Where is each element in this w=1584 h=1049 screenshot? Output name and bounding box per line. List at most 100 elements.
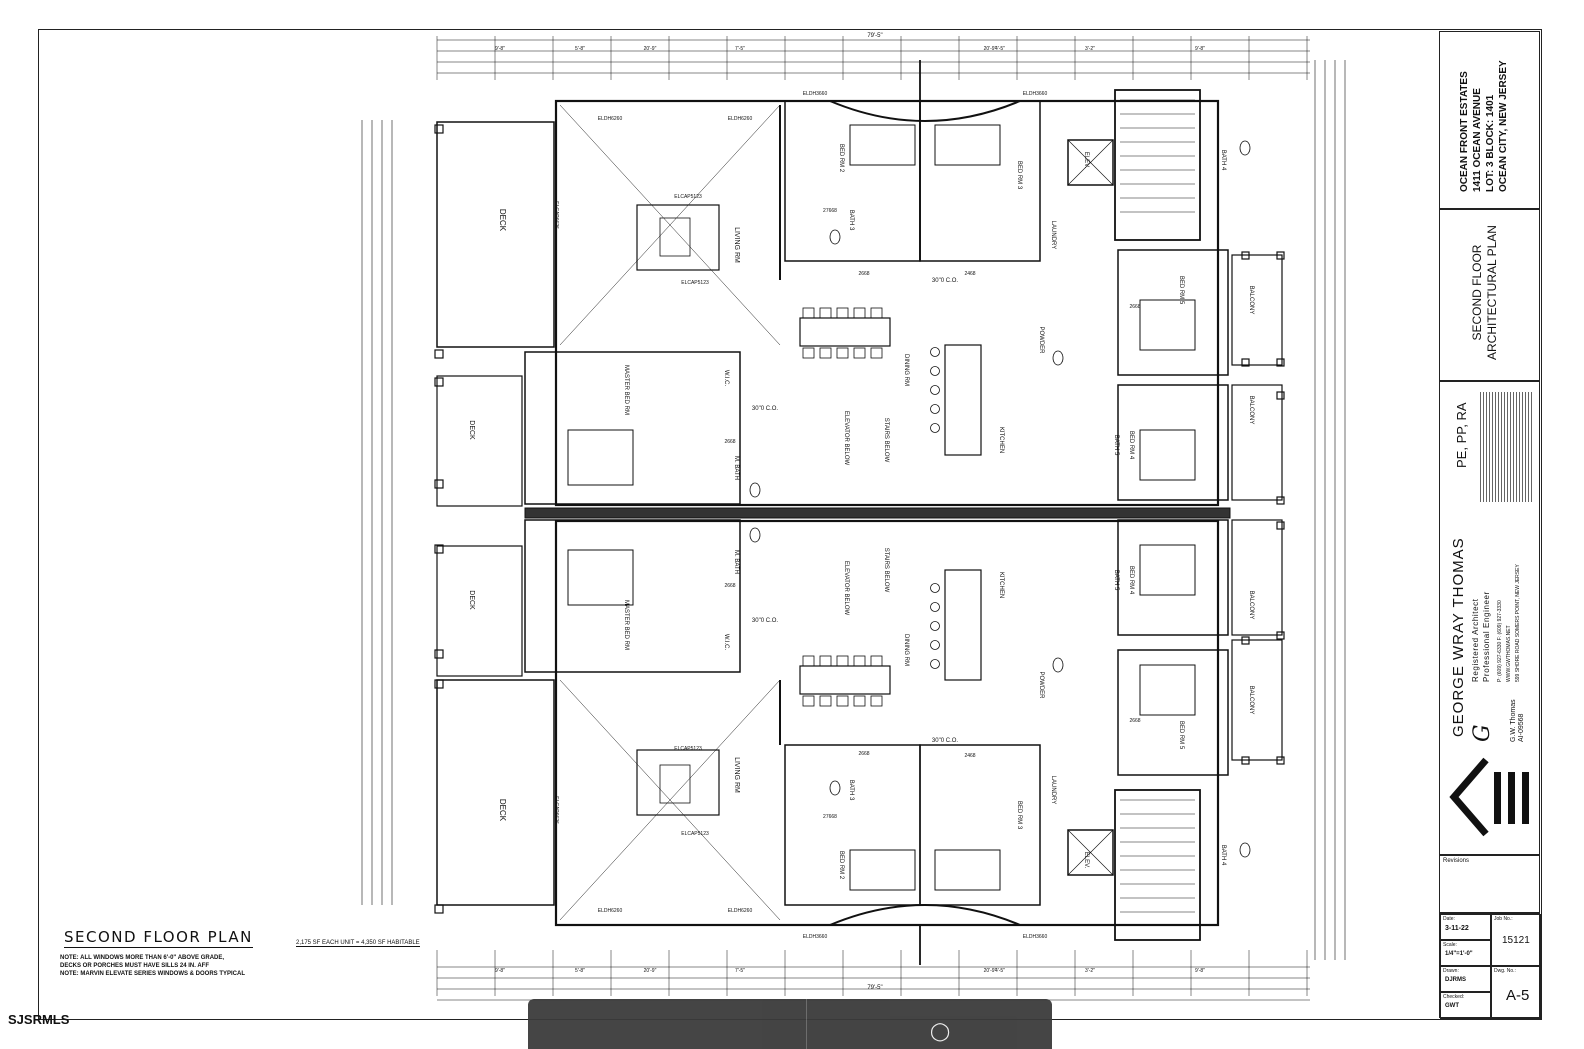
sheet-title-line-1: SECOND FLOOR xyxy=(1470,244,1484,341)
elevator-x xyxy=(1067,829,1114,876)
sheet-title-line-2: ARCHITECTURAL PLAN xyxy=(1485,225,1499,360)
bar-stool xyxy=(930,366,940,376)
license-number: AI-09568 xyxy=(1518,713,1525,742)
window-tag: ELDH3660 xyxy=(803,934,828,940)
window-tag: ELCAP5123 xyxy=(674,194,702,200)
balcony-post xyxy=(1276,756,1285,765)
balcony-outline xyxy=(1231,384,1283,501)
door-tag: 2668 xyxy=(1129,304,1140,310)
curved-bay-wall xyxy=(829,100,1021,122)
room-label-bath-3: BATH 3 xyxy=(848,210,854,231)
elevator-shaft xyxy=(1067,139,1114,186)
drawn-cell: Drawn: DJRMS xyxy=(1440,966,1491,992)
room-label-kitchen: KITCHEN xyxy=(998,427,1004,453)
room-label-balcony: BALCONY xyxy=(1248,686,1254,715)
room-label-living: LIVING RM xyxy=(733,757,740,793)
bed xyxy=(567,549,634,606)
dining-chair xyxy=(836,307,849,319)
dining-chair xyxy=(836,695,849,707)
balcony-outline xyxy=(1231,519,1283,636)
dimension-label-bottom: 20'-9" xyxy=(984,968,997,974)
dimension-label-bottom: 5'-8" xyxy=(575,968,585,974)
plan-note-1: NOTE: ALL WINDOWS MORE THAN 6'-0" ABOVE … xyxy=(60,955,225,961)
balcony-post xyxy=(1276,251,1285,260)
door-tag: 27668 xyxy=(823,814,837,820)
door-tag: 2668 xyxy=(858,271,869,277)
elevator-shaft xyxy=(1067,829,1114,876)
deck-outline xyxy=(436,679,555,906)
room-label-deck: DECK xyxy=(468,590,475,610)
sofa-group xyxy=(636,204,720,271)
sheet-title: SECOND FLOOR ARCHITECTURAL PLAN xyxy=(1470,225,1500,360)
bed xyxy=(1139,299,1196,351)
dining-chair xyxy=(853,347,866,359)
job-cell: Job No.: 15121 xyxy=(1491,914,1541,966)
scale-label: Scale: xyxy=(1443,942,1457,948)
column-post xyxy=(434,649,444,659)
firm-phone: P: (609) 927-6330 F: (609) 927-3330 xyxy=(1497,600,1503,682)
ceiling-callout: 30"0 C.O. xyxy=(752,406,778,412)
firm-roles: Registered Architect Professional Engine… xyxy=(1470,591,1492,682)
window-tag: ELCAP5123 xyxy=(674,746,702,752)
architect-signature: G xyxy=(1470,724,1495,742)
door-tag: 2668 xyxy=(1129,718,1140,724)
column-post xyxy=(434,124,444,134)
date-cell: Date: 3-11-22 xyxy=(1440,914,1491,940)
balcony-post xyxy=(1241,636,1250,645)
room-label-powder: POWDER xyxy=(1038,327,1044,355)
party-wall xyxy=(524,507,1231,519)
bedroom-walls xyxy=(1117,384,1229,501)
room-label-master-bed: MASTER BED RM xyxy=(623,365,629,415)
plan-area-note: 2,175 SF EACH UNIT = 4,350 SF HABITABLE xyxy=(296,940,420,947)
project-name: OCEAN FRONT ESTATES xyxy=(1459,71,1470,192)
window-tag: ELDH3660 xyxy=(1023,934,1048,940)
master-bedroom-walls xyxy=(524,519,741,673)
mls-watermark: SJSRMLS xyxy=(8,1012,70,1027)
window-tag: ELCAP5123 xyxy=(681,831,709,837)
dimension-label-bottom: 9'-8" xyxy=(1195,968,1205,974)
room-label-bed-4: BED RM 4 xyxy=(1128,431,1134,460)
revisions-label: Revisions xyxy=(1443,858,1470,864)
dimension-total-bottom: 79'-5" xyxy=(867,985,882,991)
firm-role-architect: Registered Architect xyxy=(1471,598,1480,682)
checked-label: Checked: xyxy=(1443,994,1465,1000)
dimension-label-top: 7'-5" xyxy=(735,46,745,52)
room-label-bath-5: BATH 5 xyxy=(1113,435,1119,456)
room-label-powder: POWDER xyxy=(1038,672,1044,700)
dining-chair xyxy=(802,655,815,667)
window-tag: ELDH3660 xyxy=(803,91,828,97)
balcony-post xyxy=(1276,358,1285,367)
dwg-value: A-5 xyxy=(1506,987,1530,1004)
dimension-total-top: 79'-5" xyxy=(867,33,882,39)
legal-notice-block xyxy=(1480,392,1532,502)
column-post xyxy=(434,349,444,359)
window-tag: ELDH6260 xyxy=(598,908,623,914)
column-post xyxy=(434,479,444,489)
door-tag: 2668 xyxy=(724,439,735,445)
room-label-dining: DINING RM xyxy=(903,354,909,386)
bed xyxy=(1139,544,1196,596)
zoom-icon[interactable]: ◯ xyxy=(930,1021,951,1041)
dining-chair xyxy=(836,347,849,359)
room-label-bed-3: BED RM 3 xyxy=(1016,801,1022,830)
balcony-outline xyxy=(1231,639,1283,761)
small-deck-outline xyxy=(436,375,523,507)
dimension-label-top: 9'-8" xyxy=(495,46,505,52)
window-tag: ELDH6260 xyxy=(728,116,753,122)
toilet-fixture xyxy=(829,780,841,796)
ceiling-callout: 30"0 C.O. xyxy=(932,278,958,284)
room-label-bath-5: BATH 5 xyxy=(1113,570,1119,591)
room-label-elev: ELEV. xyxy=(1083,852,1089,869)
stair-core xyxy=(1114,89,1201,241)
firm-name: GEORGE WRAY THOMAS xyxy=(1450,537,1467,737)
bed xyxy=(934,124,1001,166)
ceiling-callout: 30"0 C.O. xyxy=(752,618,778,624)
viewer-toolbar[interactable]: ◯ xyxy=(528,999,1052,1049)
room-label-balcony: BALCONY xyxy=(1248,591,1254,620)
bed xyxy=(849,124,916,166)
bar-stool xyxy=(930,385,940,395)
window-tag: ELCAP6626 xyxy=(553,796,559,824)
bar-stool xyxy=(930,423,940,433)
room-label-bed-5: BED RM 5 xyxy=(1178,276,1184,305)
project-address: 1411 OCEAN AVENUE xyxy=(1472,88,1483,192)
